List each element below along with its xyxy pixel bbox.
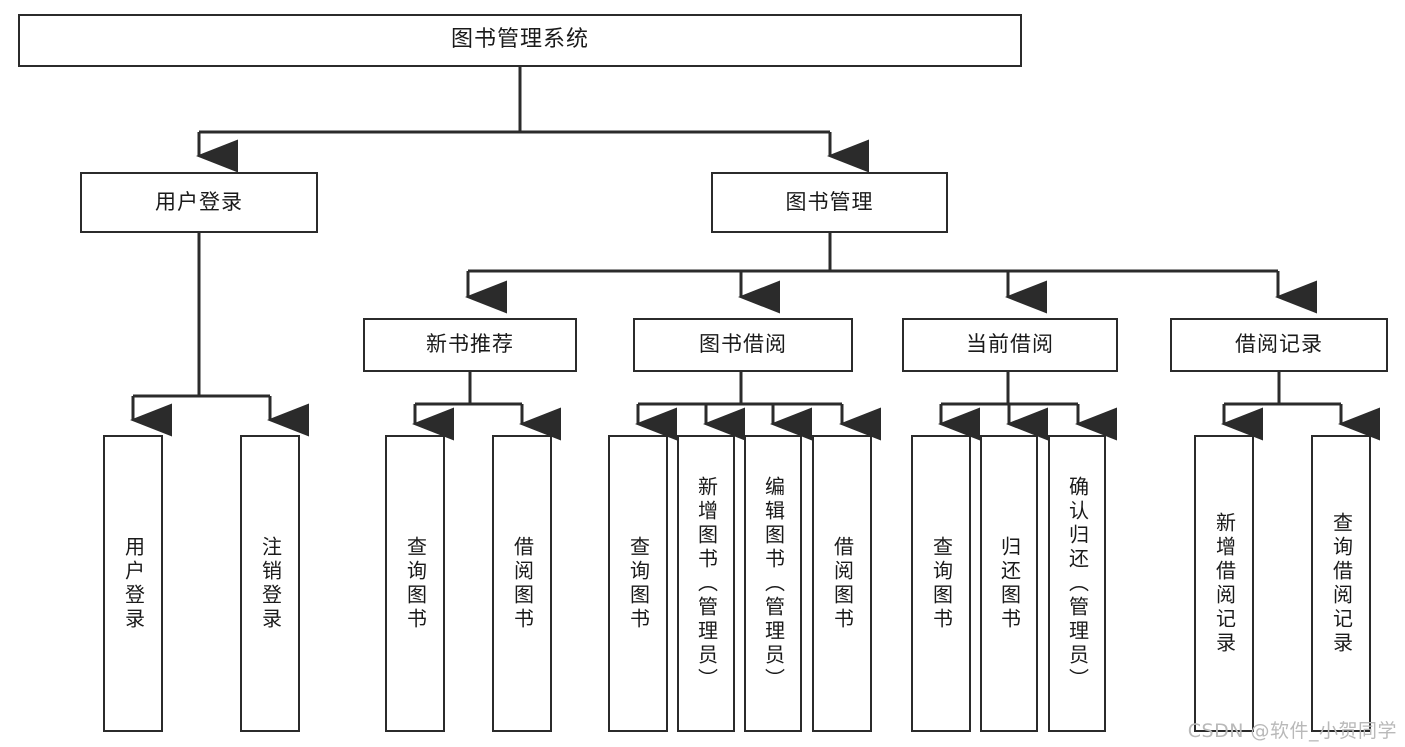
leaf-label: 查询图书 xyxy=(403,535,428,632)
leaf-edit-book[interactable]: 编辑图书（管理员） xyxy=(744,435,802,732)
leaf-add-book[interactable]: 新增图书（管理员） xyxy=(677,435,735,732)
node-new-book-recommend[interactable]: 新书推荐 xyxy=(363,318,577,372)
node-borrow-record[interactable]: 借阅记录 xyxy=(1170,318,1388,372)
leaf-borrow-book-1[interactable]: 借阅图书 xyxy=(492,435,552,732)
leaf-label: 借阅图书 xyxy=(830,535,855,632)
leaf-label: 查询图书 xyxy=(626,535,651,632)
leaf-label: 借阅图书 xyxy=(510,535,535,632)
leaf-label: 注销登录 xyxy=(258,535,283,632)
leaf-label: 编辑图书（管理员） xyxy=(761,475,786,692)
node-book-management[interactable]: 图书管理 xyxy=(711,172,948,233)
leaf-query-book-3[interactable]: 查询图书 xyxy=(911,435,971,732)
leaf-label: 归还图书 xyxy=(997,535,1022,632)
leaf-confirm-return[interactable]: 确认归还（管理员） xyxy=(1048,435,1106,732)
node-book-borrow[interactable]: 图书借阅 xyxy=(633,318,853,372)
node-user-login[interactable]: 用户登录 xyxy=(80,172,318,233)
node-current-borrow[interactable]: 当前借阅 xyxy=(902,318,1118,372)
leaf-label: 用户登录 xyxy=(121,535,146,632)
leaf-label: 确认归还（管理员） xyxy=(1065,475,1090,692)
leaf-borrow-book-2[interactable]: 借阅图书 xyxy=(812,435,872,732)
leaf-label: 查询借阅记录 xyxy=(1329,511,1354,656)
leaf-return-book[interactable]: 归还图书 xyxy=(980,435,1038,732)
leaf-add-record[interactable]: 新增借阅记录 xyxy=(1194,435,1254,732)
leaf-query-book-1[interactable]: 查询图书 xyxy=(385,435,445,732)
csdn-watermark: CSDN @软件_小贺同学 xyxy=(1187,720,1397,742)
leaf-label: 新增借阅记录 xyxy=(1212,511,1237,656)
leaf-query-record[interactable]: 查询借阅记录 xyxy=(1311,435,1371,732)
leaf-label: 查询图书 xyxy=(929,535,954,632)
leaf-logout[interactable]: 注销登录 xyxy=(240,435,300,732)
node-root-system[interactable]: 图书管理系统 xyxy=(18,14,1022,67)
leaf-query-book-2[interactable]: 查询图书 xyxy=(608,435,668,732)
leaf-label: 新增图书（管理员） xyxy=(694,475,719,692)
leaf-user-login[interactable]: 用户登录 xyxy=(103,435,163,732)
